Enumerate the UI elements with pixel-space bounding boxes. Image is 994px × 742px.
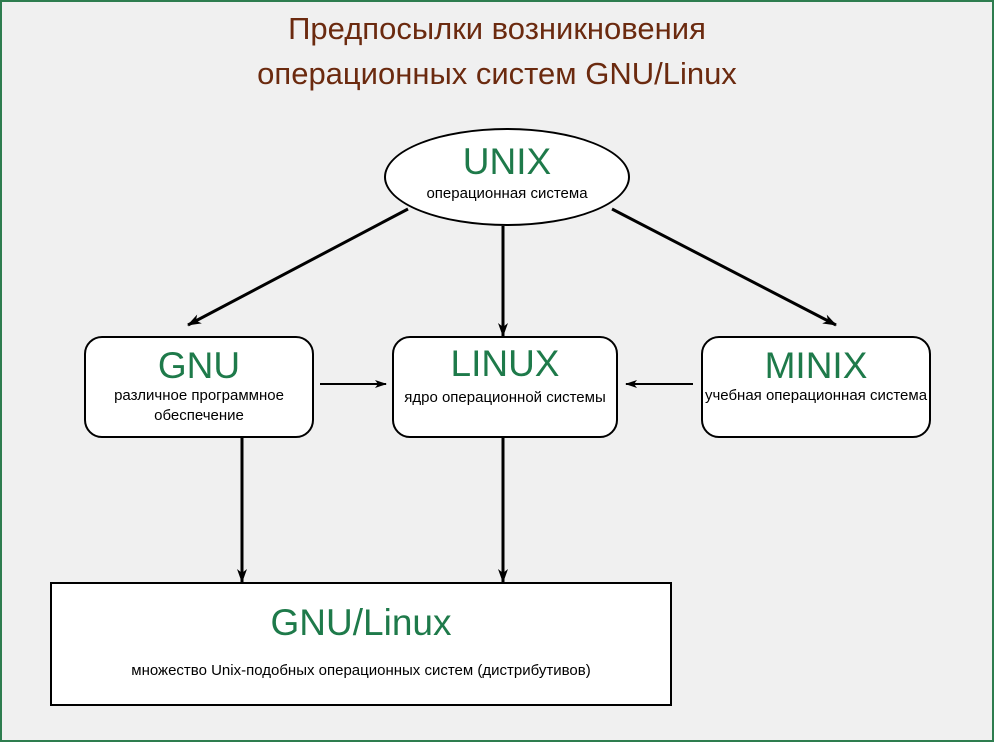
node-gnu-linux: GNU/Linux множество Unix-подобных операц… [50,582,672,706]
arrow-unix-to-gnu [187,207,409,327]
node-gnu-linux-name: GNU/Linux [270,602,452,643]
diagram-title-line-2: операционных систем GNU/Linux [257,56,737,91]
node-minix: MINIX учебная операционная система [701,336,931,438]
diagram-title-line-1: Предпосылки возникновения [288,11,706,46]
node-gnu-desc: различное программное обеспечение [114,387,284,424]
arrow-unix-to-minix [611,207,837,327]
node-unix-desc: операционная система [426,185,588,202]
node-linux-desc: ядро операционной системы [404,389,606,406]
node-minix-name: MINIX [764,345,868,386]
node-linux-name: LINUX [450,343,560,384]
node-gnu: GNU различное программное обеспечение [84,336,314,438]
node-unix-name: UNIX [462,141,552,182]
node-gnu-linux-desc: множество Unix-подобных операционных сис… [131,662,591,679]
node-minix-desc: учебная операционная система [704,387,928,404]
node-linux: LINUX ядро операционной системы [392,336,618,438]
node-unix: UNIX операционная система [384,128,630,226]
node-gnu-name: GNU [157,345,241,386]
